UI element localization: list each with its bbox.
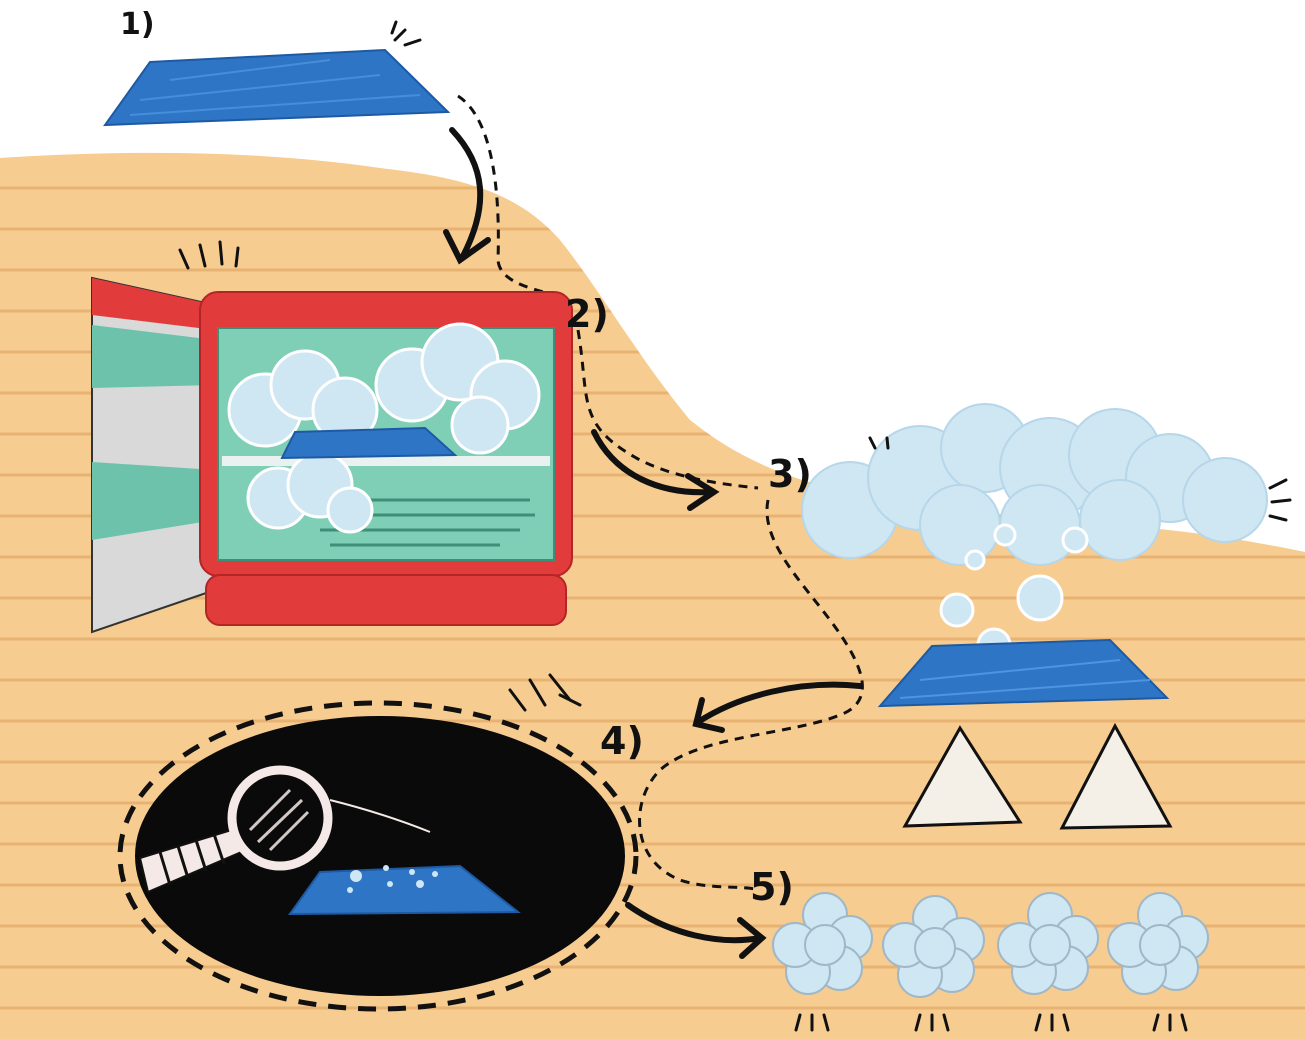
sample-plate-icon-step1 xyxy=(105,22,448,125)
step-label-3: 3) xyxy=(768,455,812,493)
step-label-2: 2) xyxy=(565,295,609,333)
step-label-4: 4) xyxy=(600,722,644,760)
step-label-5: 5) xyxy=(750,868,794,906)
oven-icon xyxy=(92,242,572,632)
step-label-1: 1) xyxy=(120,10,155,40)
